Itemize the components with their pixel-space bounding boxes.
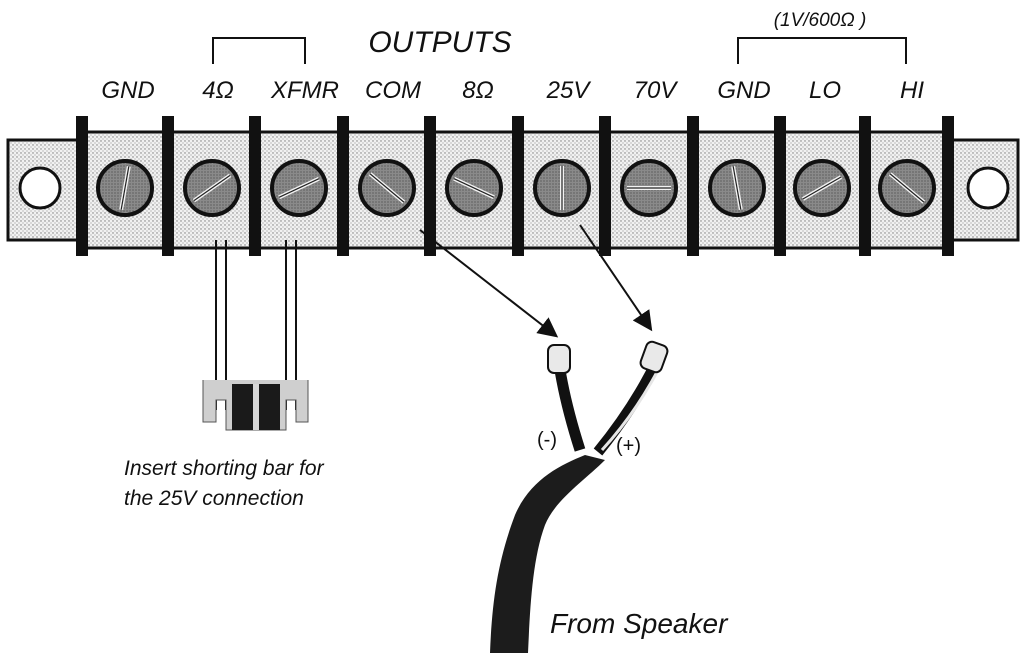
terminal-label-8-ohm: 8Ω xyxy=(462,77,494,104)
terminal-separator xyxy=(687,116,699,256)
terminal-separator xyxy=(337,116,349,256)
positive-lead-label: (+) xyxy=(616,435,641,457)
negative-lead-label: (-) xyxy=(537,429,557,451)
terminal-separator xyxy=(774,116,786,256)
shorting-bar-note-line2: the 25V connection xyxy=(124,487,304,510)
terminal-screw xyxy=(708,159,766,217)
terminal-screw xyxy=(96,159,154,217)
shorting-bar xyxy=(202,240,309,431)
com-connection-arrow xyxy=(419,229,559,338)
terminal-label-line-gnd: GND xyxy=(717,77,770,104)
terminal-separator xyxy=(859,116,871,256)
outputs-label: OUTPUTS xyxy=(368,26,511,59)
terminal-separator xyxy=(76,116,88,256)
terminal-label-hi: HI xyxy=(900,77,924,104)
terminal-label-25v: 25V xyxy=(546,77,592,104)
terminal-separator xyxy=(249,116,261,256)
shorting-bar-note-line1: Insert shorting bar for xyxy=(124,457,325,480)
line-input-spec-label: (1V/600Ω ) xyxy=(774,10,867,31)
terminal-screw xyxy=(358,159,416,217)
output-bracket xyxy=(212,37,306,64)
speaker-cable xyxy=(490,340,669,653)
terminal-separator xyxy=(162,116,174,256)
right-mounting-hole xyxy=(966,166,1010,210)
terminal-screw xyxy=(270,159,328,217)
terminal-separator xyxy=(942,116,954,256)
terminal-screw xyxy=(183,159,241,217)
terminal-separator xyxy=(599,116,611,256)
terminal-separator xyxy=(424,116,436,256)
from-speaker-label: From Speaker xyxy=(550,608,729,639)
terminal-screw xyxy=(793,159,851,217)
terminal-label-gnd: GND xyxy=(101,77,154,104)
terminal-label-com: COM xyxy=(365,77,421,104)
terminal-screw xyxy=(620,159,678,217)
terminal-screws xyxy=(96,159,936,217)
terminal-label-lo: LO xyxy=(809,77,841,104)
terminal-screw xyxy=(533,159,591,217)
terminal-separator xyxy=(512,116,524,256)
terminal-label-4-ohm: 4Ω xyxy=(202,77,234,104)
terminal-label-70v: 70V xyxy=(634,77,679,104)
terminal-label-xfmr: XFMR xyxy=(270,77,339,104)
left-mounting-hole xyxy=(18,166,62,210)
25v-connection-arrow xyxy=(579,224,653,332)
terminal-screw xyxy=(878,159,936,217)
line-input-bracket xyxy=(737,37,907,64)
terminal-screw xyxy=(445,159,503,217)
terminal-separators xyxy=(76,116,954,256)
